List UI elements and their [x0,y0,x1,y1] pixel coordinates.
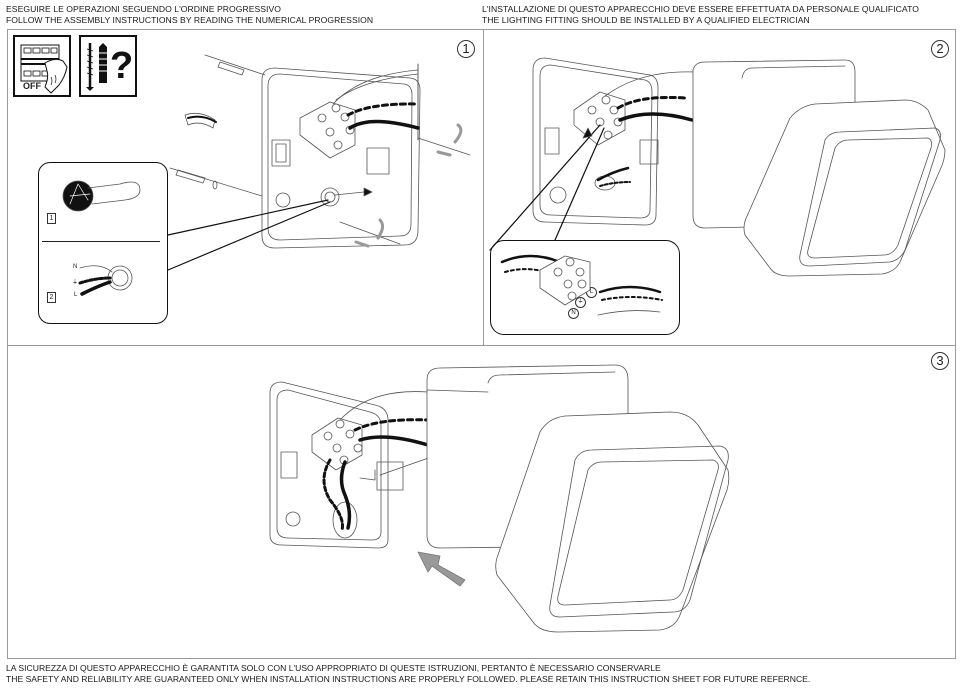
panel-divider-horizontal [7,345,956,346]
header-left: ESEGUIRE LE OPERAZIONI SEGUENDO L'ORDINE… [6,4,373,25]
header-right: L'INSTALLAZIONE DI QUESTO APPARECCHIO DE… [482,4,919,25]
step-1-inset-divider [42,241,160,242]
breaker-switch-icon [20,44,68,94]
question-mark-icon: ? [110,45,134,87]
power-off-warning-icon: OFF [13,35,71,97]
footer-safety-notice: LA SICUREZZA DI QUESTO APPARECCHIO È GAR… [6,663,810,684]
step-2-inset [490,240,680,335]
step-2-number: 2 [931,40,949,58]
instructions-frame [7,29,956,659]
off-label: OFF [23,81,41,91]
wire-label-earth: ⏚ [72,280,79,286]
terminal-label-live: L [586,287,597,298]
terminal-label-neutral: N [568,308,579,319]
inset-substep-1: 1 [47,213,56,224]
step-3-number: 3 [931,352,949,370]
terminal-label-earth: ⏚ [575,297,586,308]
step-1-number: 1 [457,40,475,58]
footer-italian: LA SICUREZZA DI QUESTO APPARECCHIO È GAR… [6,663,661,673]
step-1-inset [38,162,168,324]
inset-substep-2: 2 [47,292,56,303]
wire-label-neutral: N [73,264,78,270]
header-right-english: THE LIGHTING FITTING SHOULD BE INSTALLED… [482,14,810,25]
header-right-italian: L'INSTALLAZIONE DI QUESTO APPARECCHIO DE… [482,4,919,14]
footer-english: THE SAFETY AND RELIABILITY ARE GUARANTEE… [6,673,811,684]
header-left-italian: ESEGUIRE LE OPERAZIONI SEGUENDO L'ORDINE… [6,4,282,14]
fixings-warning-icon: ? [79,35,137,97]
panel-divider-vertical [483,29,484,345]
wire-label-live: L [74,292,78,298]
header-left-english: FOLLOW THE ASSEMBLY INSTRUCTIONS BY READ… [6,14,374,25]
screw-and-plug-icon [86,43,109,91]
